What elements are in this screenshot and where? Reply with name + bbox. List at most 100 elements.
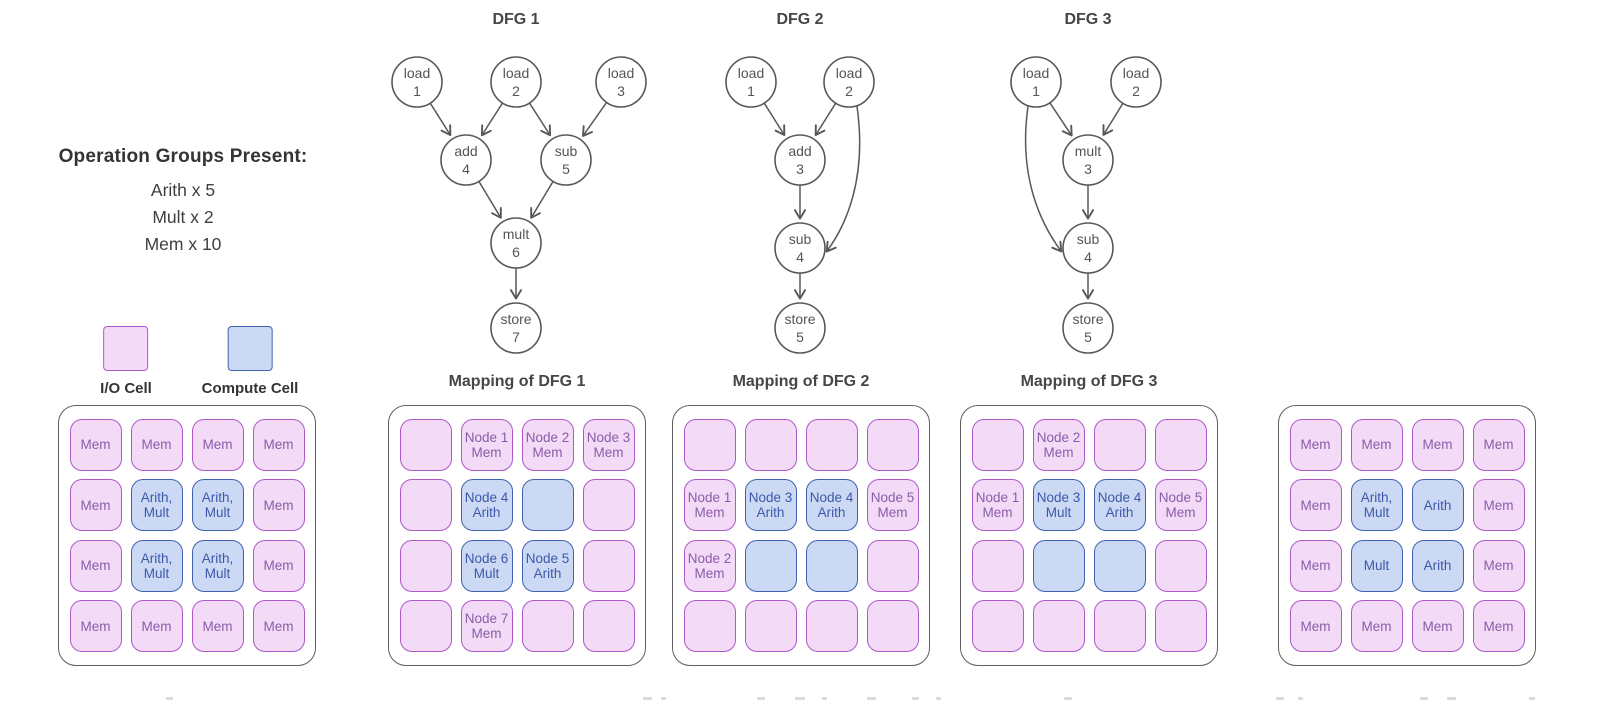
compute-cell-swatch xyxy=(227,326,273,371)
architecture-left-cell-r1c3-mem: Mem xyxy=(191,418,244,471)
architecture-left-cell-r4c2-mem: Mem xyxy=(130,600,183,653)
title-mapping-dfg-1: Mapping of DFG 1 xyxy=(448,373,586,390)
mapping-dfg-3-cell-r3c1-empty xyxy=(971,539,1024,592)
mapping-dfg-3-cell-r1c4-empty xyxy=(1154,418,1207,471)
architecture-right-cell-r3c4-mem: Mem xyxy=(1472,539,1525,592)
mapping-dfg-2-cell-r2c4-node-5-mem: Node 5 Mem xyxy=(866,479,919,532)
compute-cell-label: Compute Cell xyxy=(201,380,299,397)
dfg-1-edges xyxy=(429,101,608,300)
architecture-left-cell-r3c2-arith-mult: Arith, Mult xyxy=(130,539,183,592)
architecture-right-cell-r3c2-mult: Mult xyxy=(1350,539,1403,592)
operation-group-mult: Mult x 2 xyxy=(152,207,214,227)
mapping-dfg-1-cell-r3c1-empty xyxy=(399,539,452,592)
mapping-dfg-3-cell-r3c3-empty xyxy=(1093,539,1146,592)
architecture-left-cell-r2c4-mem: Mem xyxy=(252,479,305,532)
mapping-dfg-3-cell-r1c3-empty xyxy=(1093,418,1146,471)
legend-compute-cell: Compute Cell xyxy=(201,326,299,397)
mapping-dfg-1-cell-r2c3-empty xyxy=(521,479,574,532)
legend-io-cell: I/O Cell xyxy=(100,326,152,397)
operation-group-mem: Mem x 10 xyxy=(144,234,222,254)
architecture-left-cell-r2c2-arith-mult: Arith, Mult xyxy=(130,479,183,532)
mapping-dfg-1-cell-r1c3-node-2-mem: Node 2 Mem xyxy=(521,418,574,471)
mapping-dfg-2-cell-r1c4-empty xyxy=(866,418,919,471)
dfg-edge xyxy=(480,102,504,137)
mapping-dfg-1-cell-r4c3-empty xyxy=(521,600,574,653)
mapping-dfg-1-cell-r1c1-empty xyxy=(399,418,452,471)
dfg-3-edges xyxy=(1024,102,1124,300)
architecture-right-cell-r2c4-mem: Mem xyxy=(1472,479,1525,532)
mapping-dfg-2-cell-r4c1-empty xyxy=(683,600,736,653)
mapping-dfg-3-cell-r4c3-empty xyxy=(1093,600,1146,653)
mapping-dfg-1-cell-r4c2-node-7-mem: Node 7 Mem xyxy=(460,600,513,653)
architecture-right-cell-r1c1-mem: Mem xyxy=(1289,418,1342,471)
mapping-dfg-2-cell-r1c1-empty xyxy=(683,418,736,471)
mapping-dfg-1-cell-r2c4-empty xyxy=(582,479,635,532)
architecture-right-cell-r4c4-mem: Mem xyxy=(1472,600,1525,653)
cropped-caption-fragment xyxy=(1298,697,1303,700)
architecture-right-cell-r3c1-mem: Mem xyxy=(1289,539,1342,592)
mapping-dfg-1-cell-r2c1-empty xyxy=(399,479,452,532)
dfg-edge xyxy=(1049,102,1073,137)
mapping-dfg-3-cell-r4c2-empty xyxy=(1032,600,1085,653)
dfg-edge-curved xyxy=(825,105,861,253)
dfg-edge xyxy=(582,101,608,137)
dfg-edge xyxy=(478,181,502,219)
architecture-left-cell-r3c1-mem: Mem xyxy=(69,539,122,592)
io-cell-swatch xyxy=(103,326,149,371)
mapping-dfg-1-cell-r3c4-empty xyxy=(582,539,635,592)
dfg-edge xyxy=(814,102,837,137)
mapping-dfg-3-cell-r2c4-node-5-mem: Node 5 Mem xyxy=(1154,479,1207,532)
dfg-edge xyxy=(763,102,786,137)
architecture-left-cell-r1c4-mem: Mem xyxy=(252,418,305,471)
mapping-dfg-3-cell-r3c2-empty xyxy=(1032,539,1085,592)
cropped-caption-fragment xyxy=(1064,697,1072,700)
mapping-dfg-2-cell-r1c3-empty xyxy=(805,418,858,471)
architecture-right-cell-r4c3-mem: Mem xyxy=(1411,600,1464,653)
mapping-dfg-2-cell-r4c4-empty xyxy=(866,600,919,653)
operation-groups-block: Operation Groups Present: Arith x 5 Mult… xyxy=(33,146,333,258)
cropped-caption-fragment xyxy=(912,697,919,700)
architecture-right-cell-r2c1-mem: Mem xyxy=(1289,479,1342,532)
dfg-2-title: DFG 2 xyxy=(776,11,824,28)
dfg-edge xyxy=(528,102,552,137)
mapping-dfg-2-cell-r3c3-empty xyxy=(805,539,858,592)
mapping-dfg-3-cell-r3c4-empty xyxy=(1154,539,1207,592)
architecture-right-cell-r4c2-mem: Mem xyxy=(1350,600,1403,653)
mapping-dfg-1-cell-r4c1-empty xyxy=(399,600,452,653)
architecture-right-cell-r1c4-mem: Mem xyxy=(1472,418,1525,471)
mapping-dfg-1-cell-r3c2-node-6-mult: Node 6 Mult xyxy=(460,539,513,592)
architecture-right-cell-r4c1-mem: Mem xyxy=(1289,600,1342,653)
cropped-caption-fragment xyxy=(643,697,652,700)
cropped-caption-fragment xyxy=(867,697,876,700)
architecture-left-cell-r4c3-mem: Mem xyxy=(191,600,244,653)
